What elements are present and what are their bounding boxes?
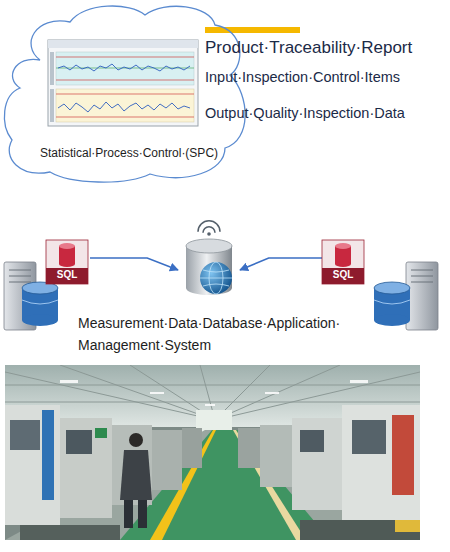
item-text: Output·Quality·Inspection·Data (205, 105, 405, 121)
heading-text: Product·Traceability·Report (205, 38, 412, 58)
badge-label: SQL (322, 269, 364, 280)
spc-chart (48, 40, 198, 126)
factory-photo (5, 365, 420, 540)
connector-arrow (90, 258, 178, 270)
cloud-shape: Statistical·Process·Control·(SPC) (0, 0, 256, 188)
database-icon (178, 222, 240, 302)
sql-server (322, 240, 446, 332)
accent-bar (205, 27, 300, 33)
cloud-label: Statistical·Process·Control·(SPC) (40, 146, 218, 160)
sql-server (4, 240, 90, 332)
sql-server: SQL (322, 240, 446, 332)
sql-server: SQL (4, 240, 90, 332)
system-label: Measurement·Data·Database·Application· M… (78, 312, 378, 357)
badge-label: SQL (46, 269, 88, 280)
item-text: Input·Inspection·Control·Items (205, 69, 400, 85)
database-icon: Measurement·Data·Database·Application· M… (178, 222, 240, 302)
connector-arrow (240, 258, 322, 270)
